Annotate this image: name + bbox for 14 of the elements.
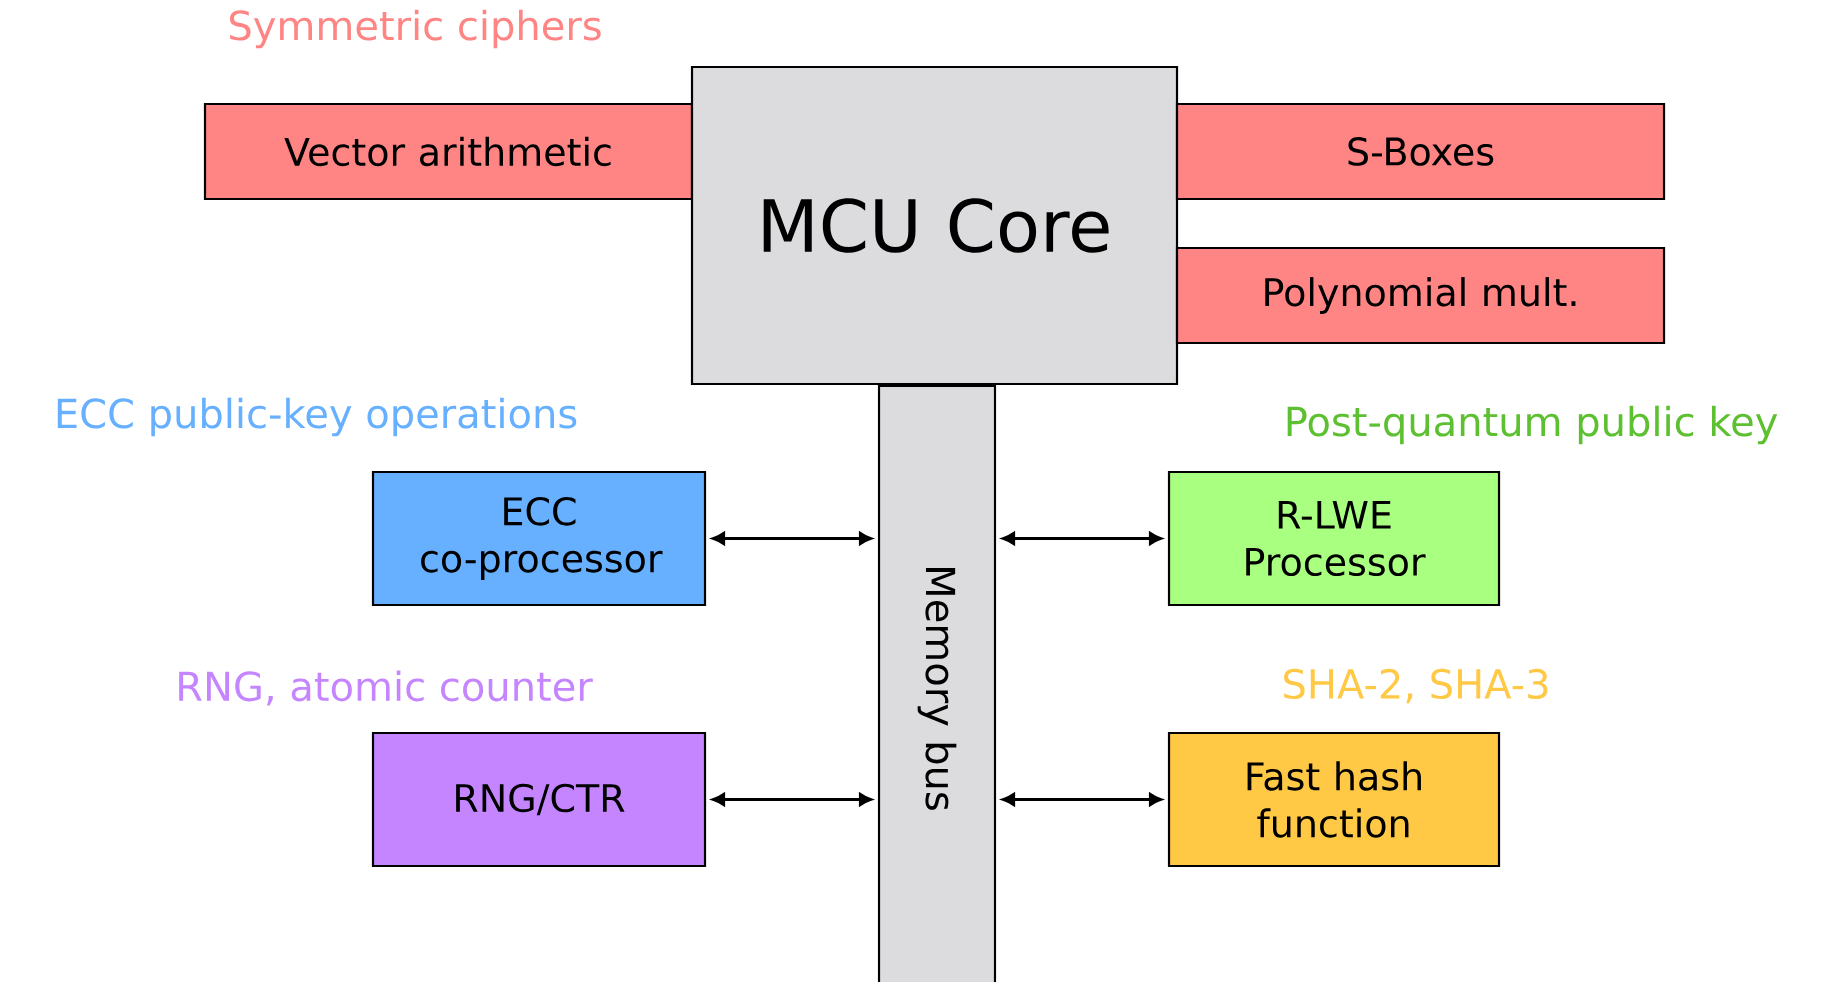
block-box: Fast hash function (1167, 731, 1501, 868)
block-box: ECC co-processor (371, 470, 707, 607)
group-heading: Symmetric ciphers (230, 9, 601, 49)
core-box: MCU Core (690, 65, 1179, 386)
bus-bar: Memory bus (877, 384, 997, 982)
block-box: R-LWE Processor (1167, 470, 1501, 607)
block-box: Vector arithmetic (203, 102, 694, 201)
block-box: S-Boxes (1175, 102, 1666, 201)
block-box: Polynomial mult. (1175, 246, 1666, 345)
group-heading: Post-quantum public key (1287, 405, 1778, 445)
group-heading: ECC public-key operations (57, 397, 577, 437)
block-box: RNG/CTR (371, 731, 707, 868)
group-heading: SHA-2, SHA-3 (1284, 668, 1548, 704)
group-heading: RNG, atomic counter (179, 670, 593, 706)
